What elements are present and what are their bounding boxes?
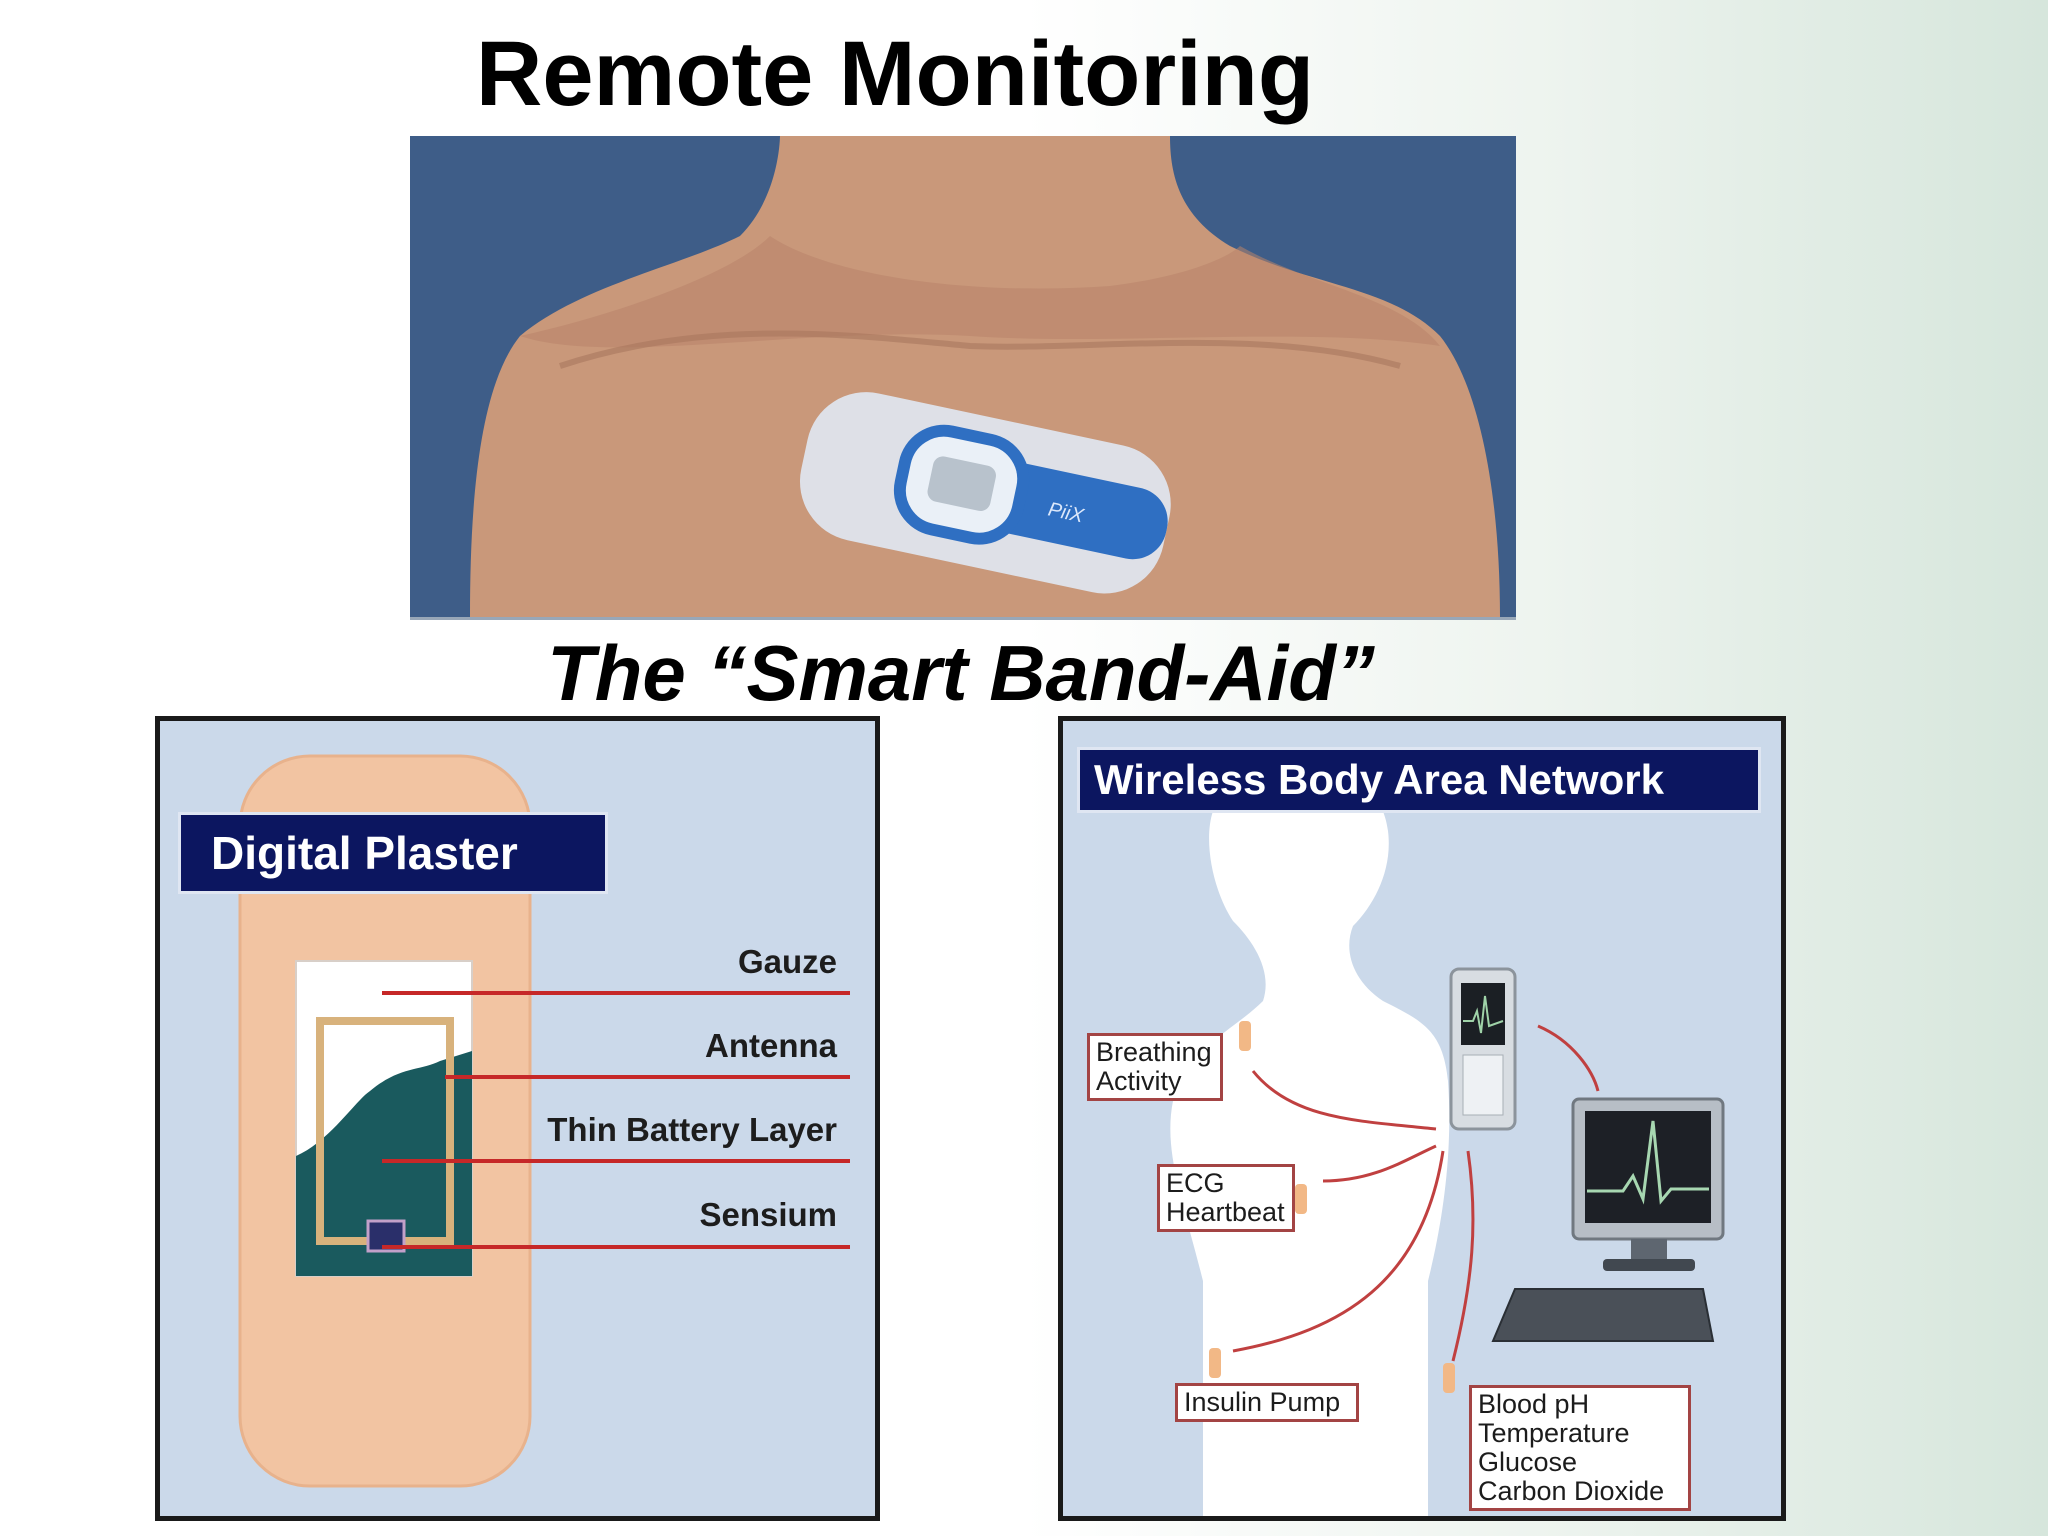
- battery-layer: [296, 1051, 472, 1276]
- sensor-blood: [1443, 1363, 1455, 1393]
- patch-window: [927, 456, 996, 512]
- digital-plaster-panel: Digital Plaster Gauze Antenna Thin Batte…: [155, 716, 880, 1521]
- monitor-base: [1603, 1259, 1695, 1271]
- layer-label-gauze: Gauze: [737, 943, 837, 980]
- callout-insulin-line1: Insulin Pump: [1184, 1387, 1341, 1417]
- callout-blood-line1: Blood pH: [1478, 1389, 1590, 1419]
- subtitle: The “Smart Band-Aid”: [547, 629, 1375, 717]
- callout-breathing-line1: Breathing: [1096, 1037, 1212, 1067]
- layer-label-sensium: Sensium: [699, 1196, 837, 1233]
- callout-ecg-line1: ECG: [1166, 1168, 1225, 1198]
- sensor-ecg: [1295, 1184, 1307, 1214]
- wban-diagram: [1170, 766, 1725, 1516]
- wban-heading: Wireless Body Area Network: [1077, 747, 1761, 813]
- link-breathing: [1251, 1070, 1437, 1131]
- layer-label-battery: Thin Battery Layer: [547, 1111, 837, 1148]
- link-phone-pc: [1537, 1024, 1600, 1092]
- digital-plaster-heading: Digital Plaster: [178, 812, 608, 894]
- sensor-breathing: [1239, 1021, 1251, 1051]
- patch-device: PiiX: [799, 392, 1171, 594]
- collarbone-line: [559, 330, 1401, 369]
- callout-blood-line4: Carbon Dioxide: [1478, 1476, 1665, 1506]
- chest-illustration: PiiX: [470, 136, 1500, 617]
- page-title: Remote Monitoring: [475, 23, 1315, 125]
- plaster-diagram: [238, 754, 850, 1488]
- sensor-insulin: [1209, 1348, 1221, 1378]
- link-insulin: [1232, 1150, 1445, 1353]
- monitor-ecg-trace: [1587, 1120, 1709, 1205]
- layer-label-antenna: Antenna: [705, 1027, 837, 1064]
- callout-ecg: ECG Heartbeat: [1157, 1164, 1295, 1232]
- callout-breathing-line2: Activity: [1096, 1066, 1182, 1096]
- callout-blood-line2: Temperature: [1478, 1418, 1630, 1448]
- wban-panel: Wireless Body Area Network Breathing Act…: [1058, 716, 1786, 1521]
- callout-insulin: Insulin Pump: [1175, 1383, 1359, 1422]
- callout-blood-line3: Glucose: [1478, 1447, 1578, 1477]
- callout-blood: Blood pH Temperature Glucose Carbon Diox…: [1469, 1385, 1691, 1511]
- monitor-stand: [1631, 1239, 1667, 1259]
- phone-ecg-trace: [1463, 995, 1504, 1034]
- torso-shading: [520, 236, 1440, 348]
- keyboard: [1491, 1288, 1715, 1342]
- callout-breathing: Breathing Activity: [1087, 1033, 1223, 1101]
- digital-plaster-heading-text: Digital Plaster: [211, 827, 518, 879]
- wban-heading-text: Wireless Body Area Network: [1094, 756, 1664, 803]
- phone-keypad: [1462, 1054, 1504, 1116]
- link-ecg: [1322, 1144, 1437, 1183]
- callout-ecg-line2: Heartbeat: [1166, 1197, 1285, 1227]
- patch-photo: PiiX: [410, 136, 1516, 620]
- link-blood: [1451, 1150, 1475, 1362]
- body-silhouette: [1170, 766, 1450, 1516]
